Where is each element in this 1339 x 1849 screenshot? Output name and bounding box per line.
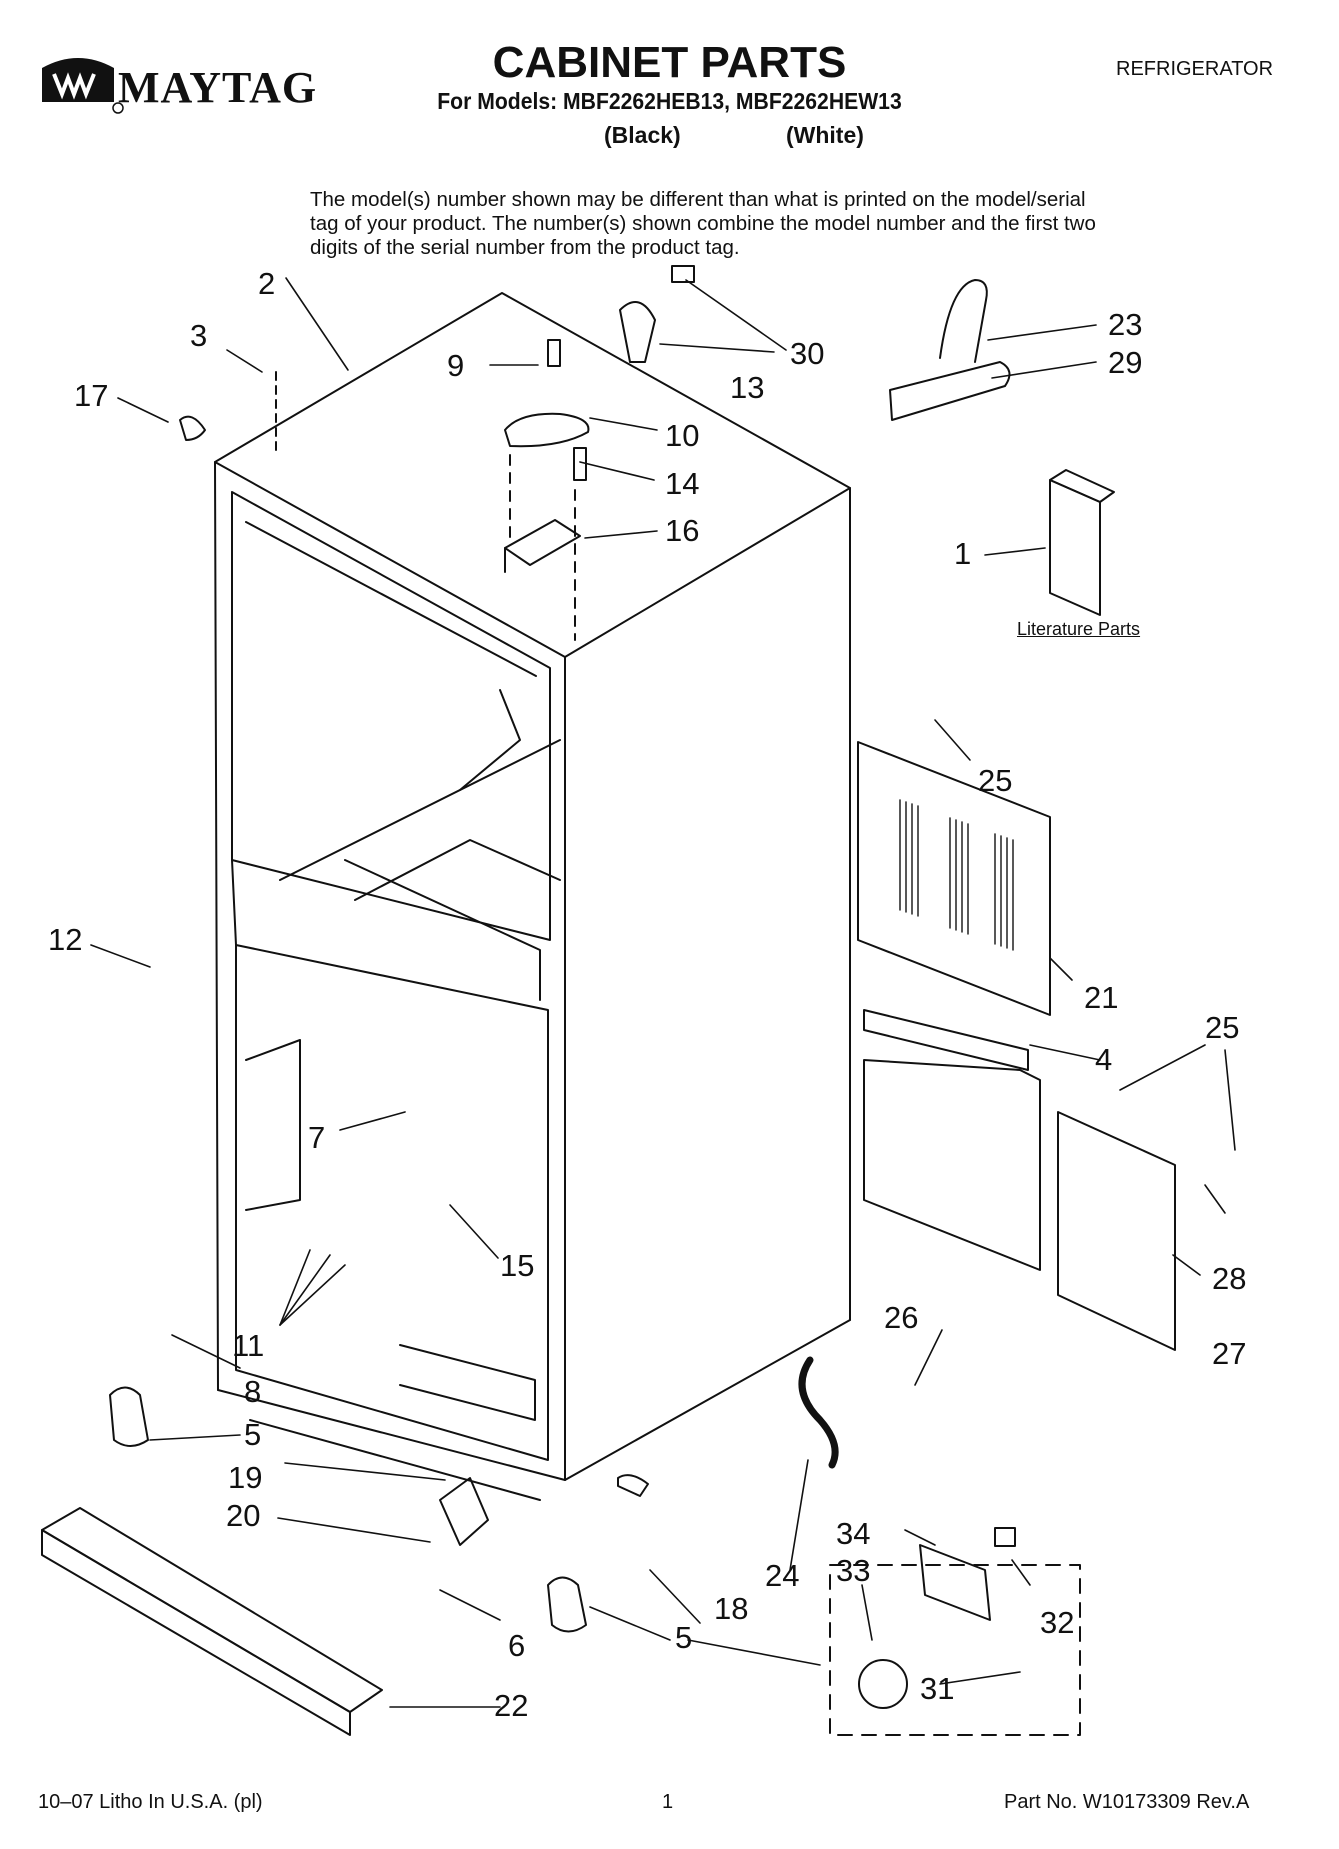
page-number: 1 bbox=[662, 1791, 674, 1813]
callout-20: 20 bbox=[226, 1498, 261, 1533]
callout-5-right: 5 bbox=[675, 1620, 693, 1655]
model-numbers: For Models: MBF2262HEB13, MBF2262HEW13 bbox=[437, 88, 902, 114]
callout-3: 3 bbox=[190, 318, 208, 353]
callout-5-left: 5 bbox=[244, 1417, 262, 1452]
callout-32: 32 bbox=[1040, 1605, 1075, 1640]
brand-wordmark: MAYTAG bbox=[118, 63, 318, 112]
part-number: Part No. W10173309 Rev.A bbox=[1004, 1791, 1250, 1813]
callout-21: 21 bbox=[1084, 980, 1119, 1015]
callout-11: 11 bbox=[232, 1328, 265, 1363]
callout-24: 24 bbox=[765, 1558, 800, 1593]
callout-17: 17 bbox=[74, 378, 109, 413]
maytag-logo-mark bbox=[42, 58, 124, 114]
callout-23: 23 bbox=[1108, 307, 1143, 342]
callout-9: 9 bbox=[447, 348, 465, 383]
litho-print-info: 10–07 Litho In U.S.A. (pl) bbox=[38, 1791, 263, 1813]
callout-15: 15 bbox=[500, 1248, 535, 1283]
callout-34: 34 bbox=[836, 1516, 871, 1551]
callout-25-upper: 25 bbox=[978, 763, 1013, 798]
callout-18: 18 bbox=[714, 1591, 749, 1626]
upper-right-parts bbox=[619, 265, 1115, 616]
callout-16: 16 bbox=[665, 513, 700, 548]
appliance-type: REFRIGERATOR bbox=[1116, 58, 1274, 80]
callout-13: 13 bbox=[730, 370, 765, 405]
callout-31: 31 bbox=[920, 1671, 955, 1706]
callout-7: 7 bbox=[308, 1120, 326, 1155]
callout-8: 8 bbox=[244, 1374, 262, 1409]
callout-26: 26 bbox=[884, 1300, 919, 1335]
callout-29: 29 bbox=[1108, 345, 1143, 380]
callout-22: 22 bbox=[494, 1688, 529, 1723]
callout-30: 30 bbox=[790, 336, 825, 371]
callout-1: 1 bbox=[954, 536, 972, 571]
color-white-label: (White) bbox=[786, 122, 864, 148]
top-hinge-parts bbox=[179, 339, 590, 641]
callout-25-lower: 25 bbox=[1205, 1010, 1240, 1045]
callout-27: 27 bbox=[1212, 1336, 1247, 1371]
page-title: CABINET PARTS bbox=[492, 38, 847, 87]
color-black-label: (Black) bbox=[604, 122, 681, 148]
cabinet-shell bbox=[214, 292, 851, 1501]
callout-33: 33 bbox=[836, 1553, 871, 1588]
callout-14: 14 bbox=[665, 466, 700, 501]
callout-19: 19 bbox=[228, 1460, 263, 1495]
model-disclaimer: The model(s) number shown may be differe… bbox=[310, 188, 1096, 259]
callout-4: 4 bbox=[1095, 1042, 1113, 1077]
callout-28: 28 bbox=[1212, 1261, 1247, 1296]
rear-panels bbox=[857, 741, 1176, 1351]
callout-2: 2 bbox=[258, 266, 276, 301]
literature-parts-label: Literature Parts bbox=[1017, 619, 1141, 639]
callout-12: 12 bbox=[48, 922, 83, 957]
callout-6: 6 bbox=[508, 1628, 526, 1663]
lower-parts bbox=[41, 1356, 1081, 1736]
callout-leaders bbox=[90, 277, 1236, 1708]
callout-10: 10 bbox=[665, 418, 700, 453]
